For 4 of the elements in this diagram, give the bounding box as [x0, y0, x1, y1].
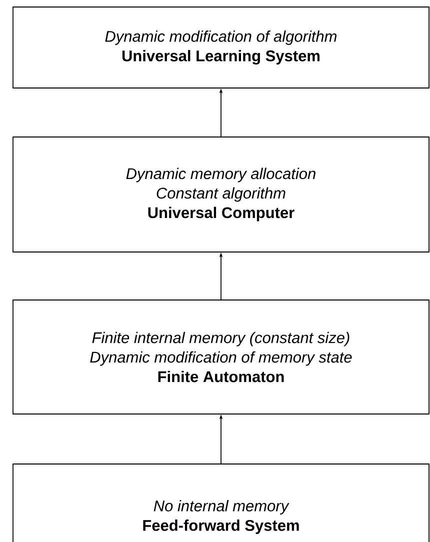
process-box: Dynamic memory allocation Constant algorithm Universal Computer — [12, 136, 430, 252]
process-box: No internal memory Feed-forward System — [12, 464, 430, 542]
process-box: Dynamic modification of algorithm Universal Learning System — [12, 6, 430, 88]
process-box: Finite internal memory (constant size) Dynamic modification of memory state Finite Automaton — [12, 300, 430, 414]
